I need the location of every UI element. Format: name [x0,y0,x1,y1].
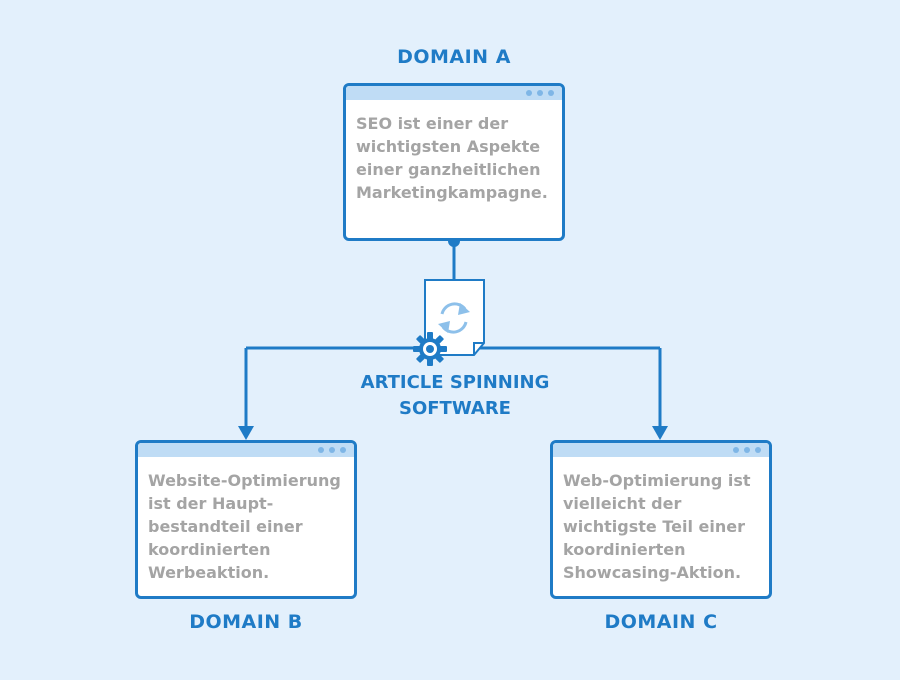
window-dot [526,90,532,96]
domain-b-window: Website-Optimierung ist der Haupt-bestan… [135,440,357,599]
arrow-down-left-icon [238,426,254,440]
domain-a-label: DOMAIN A [397,46,511,68]
domain-c-text: Web-Optimierung ist vielleicht der wicht… [563,471,751,582]
arrow-down-right-icon [652,426,668,440]
window-dot [537,90,543,96]
software-label-line1: ARTICLE SPINNING [360,372,550,393]
window-dot [548,90,554,96]
domain-a-text: SEO ist einer der wichtigsten Aspekte ei… [356,114,548,202]
window-dot [329,447,335,453]
domain-a-window: SEO ist einer der wichtigsten Aspekte ei… [343,83,565,241]
domain-c-label: DOMAIN C [604,611,718,633]
window-titlebar [138,443,354,457]
domain-c-window: Web-Optimierung ist vielleicht der wicht… [550,440,772,599]
window-dot [340,447,346,453]
window-titlebar [553,443,769,457]
window-titlebar [346,86,562,100]
domain-b-text: Website-Optimierung ist der Haupt-bestan… [148,471,341,582]
software-label: ARTICLE SPINNING SOFTWARE [330,370,580,422]
software-label-line2: SOFTWARE [399,398,511,419]
window-dot [733,447,739,453]
window-dot [744,447,750,453]
window-dot [755,447,761,453]
window-dot [318,447,324,453]
gear-icon [413,332,447,366]
domain-b-label: DOMAIN B [189,611,303,633]
